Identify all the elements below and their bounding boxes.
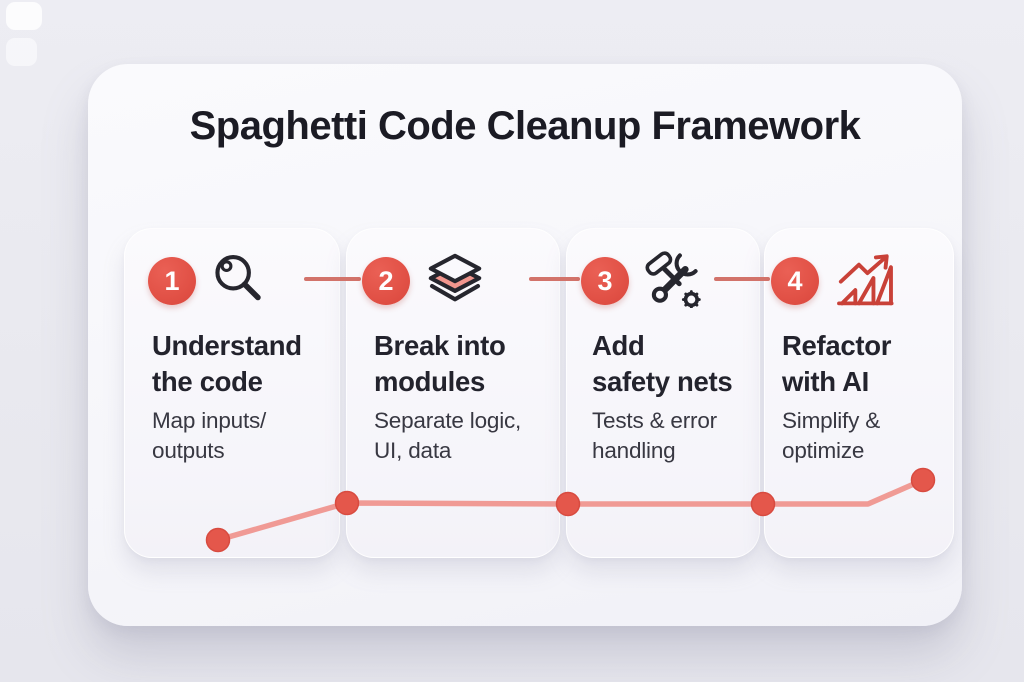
step-number: 2 (378, 265, 394, 296)
connector-line (529, 277, 580, 281)
corner-decor-shape (6, 38, 37, 66)
step-subtitle: Separate logic, UI, data (374, 408, 522, 463)
layers-icon (426, 251, 484, 309)
step-title: Understand the code (152, 330, 302, 397)
magnifier-icon (209, 251, 267, 309)
step-title: Refactor with AI (782, 330, 892, 397)
step-number-badge: 4 (771, 257, 819, 305)
step-title: Break into modules (374, 330, 506, 397)
growth-chart-icon (836, 249, 894, 307)
step-number: 3 (597, 265, 613, 296)
step-number: 1 (164, 265, 180, 296)
tools-icon (643, 250, 701, 308)
connector-line (714, 277, 770, 281)
step-number-badge: 1 (148, 257, 196, 305)
step-number-badge: 3 (581, 257, 629, 305)
step-subtitle: Tests & error handling (592, 408, 717, 463)
page-title: Spaghetti Code Cleanup Framework (189, 104, 861, 148)
step-title: Add safety nets (592, 330, 733, 397)
connector-line (304, 277, 361, 281)
step-subtitle: Simplify & optimize (782, 408, 881, 463)
corner-decor-shape (6, 2, 42, 30)
step-number: 4 (787, 265, 803, 296)
step-number-badge: 2 (362, 257, 410, 305)
step-subtitle: Map inputs/ outputs (152, 408, 267, 463)
